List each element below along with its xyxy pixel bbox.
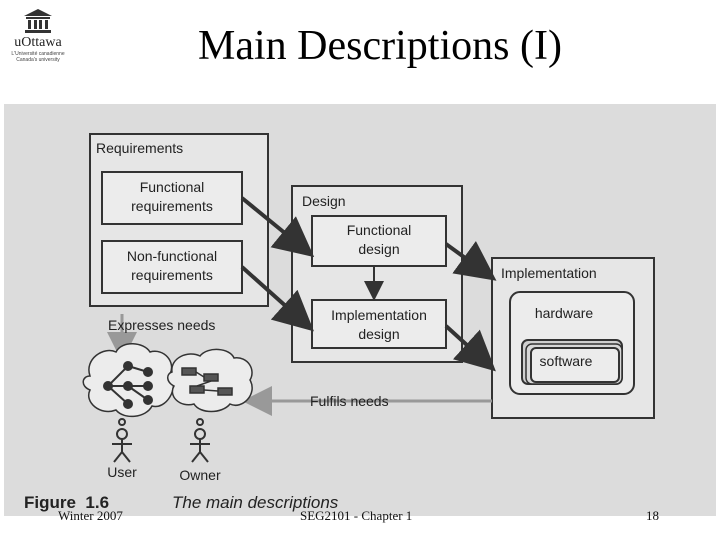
functional-requirements-label-2: requirements xyxy=(131,198,213,214)
scanned-figure: Requirements Functional requirements Non… xyxy=(4,104,716,516)
software-box xyxy=(530,347,620,383)
nonfunctional-requirements-label-1: Non-functional xyxy=(127,248,217,264)
functional-requirements-box xyxy=(101,171,243,225)
functional-design-label-2: design xyxy=(358,241,399,257)
arrow-functional-req-to-design xyxy=(240,196,315,258)
hardware-label: hardware xyxy=(535,305,594,321)
software-label: software xyxy=(540,353,593,369)
arrow-functional-design-to-implementation xyxy=(444,241,497,281)
slide-number: 18 xyxy=(646,508,659,523)
user-actor-icon xyxy=(112,418,132,463)
functional-design-label-1: Functional xyxy=(347,222,412,238)
owner-needs-flow-icon xyxy=(181,367,233,396)
requirements-title: Requirements xyxy=(96,140,183,156)
functional-design-box xyxy=(311,215,447,267)
implementation-design-label-2: design xyxy=(358,326,399,342)
logo-tagline-en: Canada's university xyxy=(16,57,60,63)
owner-label: Owner xyxy=(179,467,221,483)
fulfils-needs-label: Fulfils needs xyxy=(310,393,389,409)
slide-title: Main Descriptions (I) xyxy=(198,23,562,69)
arrow-implementation-design-to-implementation xyxy=(444,324,496,372)
footer-date: Winter 2007 xyxy=(58,508,123,523)
owner-actor-icon xyxy=(190,418,210,463)
footer-course: SEG2101 - Chapter 1 xyxy=(300,508,413,523)
implementation-design-label-1: Implementation xyxy=(331,307,427,323)
figure-caption: The main descriptions xyxy=(172,493,339,512)
user-label: User xyxy=(107,464,137,480)
implementation-title: Implementation xyxy=(501,265,597,281)
user-needs-graph-icon xyxy=(103,361,153,409)
expresses-needs-label: Expresses needs xyxy=(108,317,215,333)
university-logo: uOttawa L'Université canadienne Canada's… xyxy=(8,8,68,76)
main-descriptions-diagram: Requirements Functional requirements Non… xyxy=(24,133,655,512)
building-icon xyxy=(24,9,52,33)
nonfunctional-requirements-label-2: requirements xyxy=(131,267,213,283)
functional-requirements-label-1: Functional xyxy=(140,179,205,195)
arrow-nonfunctional-req-to-design xyxy=(240,265,314,332)
design-title: Design xyxy=(302,193,346,209)
logo-tagline-fr: L'Université canadienne xyxy=(11,51,65,57)
figure-label: Figure 1.6 xyxy=(24,493,109,512)
logo-wordmark: uOttawa xyxy=(14,35,62,50)
